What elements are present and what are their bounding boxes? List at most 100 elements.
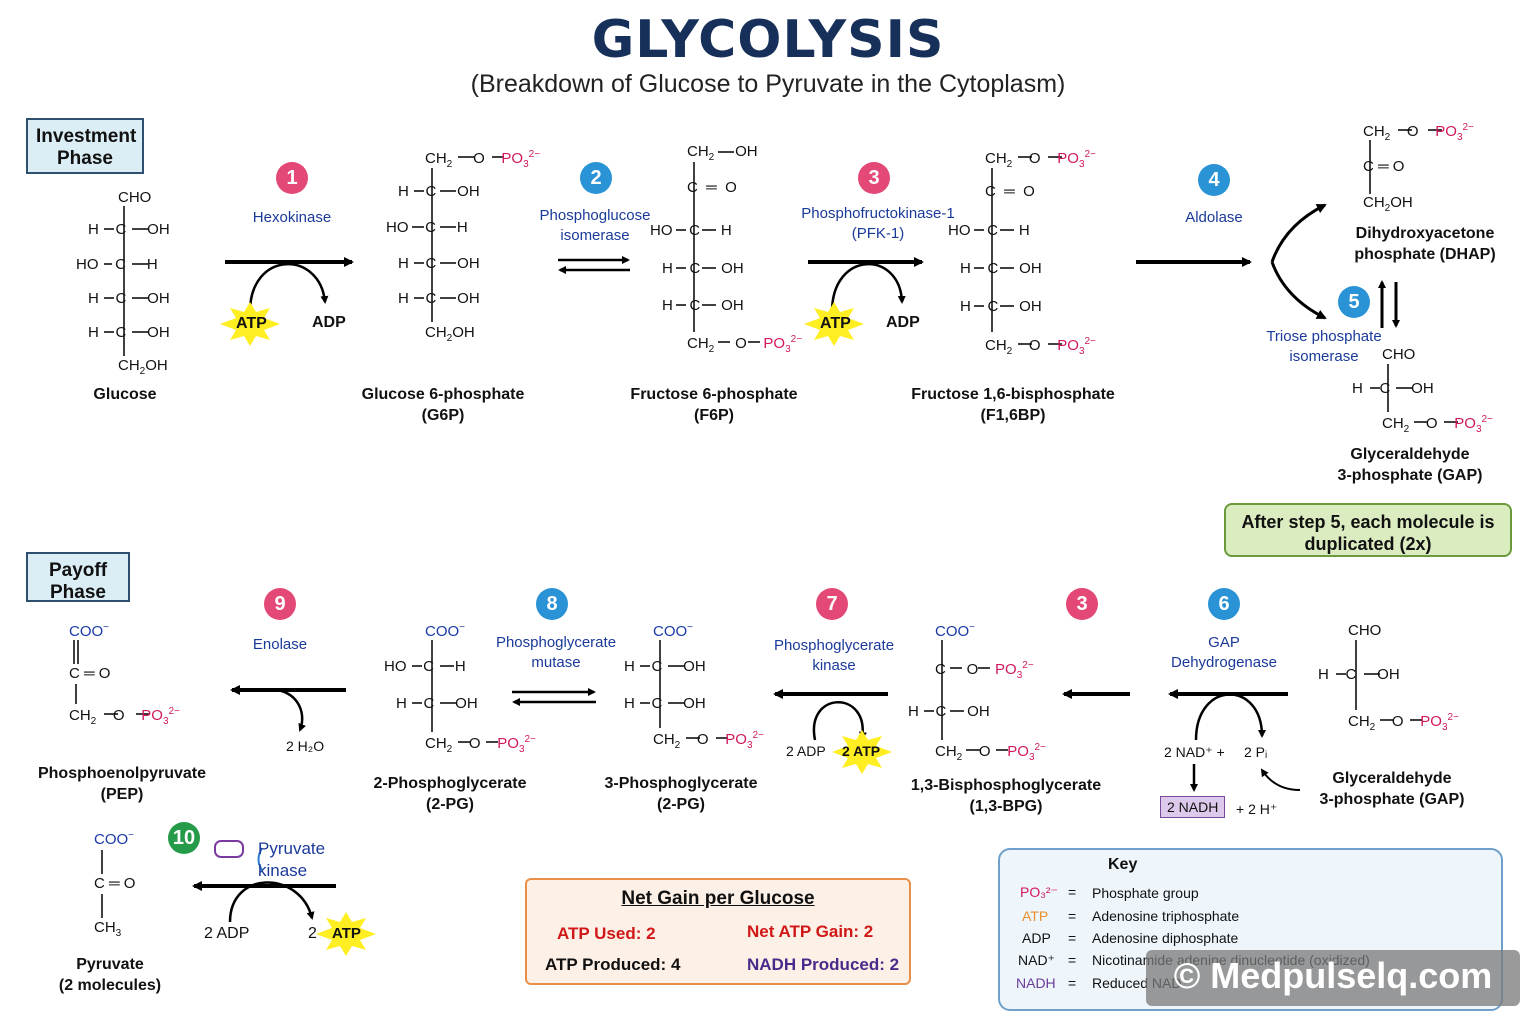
pyruvate-kinase-icon xyxy=(214,840,244,858)
step1-enzyme: Hexokinase xyxy=(252,209,332,226)
bpg-coo: COO− xyxy=(935,622,976,640)
2pg-structure xyxy=(412,640,498,743)
2pg-bottom: CH2 O PO32− xyxy=(425,734,536,755)
step10-atp-count: 2 xyxy=(308,925,317,942)
step3-atp: ATP xyxy=(820,315,851,332)
atp-used: ATP Used: 2 xyxy=(557,924,656,943)
step6-nad: 2 NAD⁺ + xyxy=(1164,744,1225,760)
step6-h: + 2 H⁺ xyxy=(1236,801,1278,817)
glucose-structure xyxy=(104,206,148,356)
key-sym-phosphate: PO₃²⁻ xyxy=(1020,884,1058,900)
atp-star-step10 xyxy=(316,912,376,956)
g6p-name: Glucose 6-phosphate(G6P) xyxy=(361,386,525,424)
atp-produced: ATP Produced: 4 xyxy=(545,955,681,974)
bpg-bottom: CH2 O PO32− xyxy=(935,742,1046,763)
f16bp-name: Fructose 1,6-bisphosphate(F1,6BP) xyxy=(911,386,1115,424)
key-sym-nadh: NADH xyxy=(1016,975,1056,991)
bpg-row1: C O PO32− xyxy=(935,660,1034,681)
f6p-name: Fructose 6-phosphate(F6P) xyxy=(630,386,798,424)
duplicate-note: After step 5, each molecule is duplicate… xyxy=(1224,503,1512,557)
step5-number: 5 xyxy=(1338,286,1370,318)
f6p-bottom: CH2 O PO32− xyxy=(687,334,803,355)
key-sym-atp: ATP xyxy=(1022,908,1049,924)
step9-number: 9 xyxy=(264,588,296,620)
step10-enzyme: Pyruvate kinase xyxy=(258,839,326,880)
atp-star-step1 xyxy=(220,302,280,346)
pyruvate-ch3: CH3 xyxy=(94,919,122,939)
f16bp-structure xyxy=(974,156,1062,345)
f6p-row3: H C OH xyxy=(662,297,744,314)
bpg-row2: H C OH xyxy=(908,703,990,720)
gap-cho: CHO xyxy=(1382,346,1416,363)
key-desc-adp: Adenosine diphosphate xyxy=(1092,930,1239,946)
net-gain-box: Net Gain per Glucose ATP Used: 2 Net ATP… xyxy=(525,878,911,985)
dhap-top: CH2 O PO32− xyxy=(1363,122,1474,143)
key-eq-5: = xyxy=(1068,975,1077,991)
step10-number: 10 xyxy=(168,822,200,854)
pyruvate-co: C ═ O xyxy=(94,875,136,892)
gap2-row1: H C OH xyxy=(1318,666,1400,683)
step3-arrow xyxy=(808,257,924,313)
step7-atp: 2 ATP xyxy=(842,743,881,759)
glucose-name: Glucose xyxy=(93,386,157,403)
step2-equilibrium-arrow xyxy=(558,256,630,274)
step5-enzyme: Triose phosphate isomerase xyxy=(1266,328,1382,365)
f16bp-bottom: CH2 O PO32− xyxy=(985,336,1096,357)
step4-enzyme: Aldolase xyxy=(1185,209,1243,226)
step6-nadh: 2 NADH xyxy=(1160,796,1226,818)
key-eq-1: = xyxy=(1068,884,1077,900)
step2-number: 2 xyxy=(580,162,612,194)
3pg-structure xyxy=(640,640,728,739)
key-eq-4: = xyxy=(1068,952,1077,968)
glucose-cho: CHO xyxy=(118,189,152,206)
bpg-structure xyxy=(924,640,1008,751)
step6-arrow xyxy=(1168,689,1301,792)
f6p-top: CH2 OH xyxy=(687,143,758,163)
net-gain-title: Net Gain per Glucose xyxy=(621,888,815,909)
step2-enzyme: Phosphoglucose isomerase xyxy=(539,207,651,244)
step8-equilibrium-arrow xyxy=(512,688,596,706)
step7-arrow xyxy=(773,689,888,741)
pep-co: C ═ O xyxy=(69,665,111,682)
pyruvate-coo: COO− xyxy=(94,830,135,848)
2pg-name: 2-Phosphoglycerate(2-PG) xyxy=(373,775,527,813)
page-title: GLYCOLYSIS xyxy=(591,10,945,70)
3pg-row1: H C OH xyxy=(624,658,706,675)
pep-coo: COO− xyxy=(69,622,110,640)
step3-adp: ADP xyxy=(886,314,920,331)
3pg-bottom: CH2 O PO32− xyxy=(653,730,764,751)
glucose-ch2oh: CH2OH xyxy=(118,357,168,377)
key-desc-phosphate: Phosphate group xyxy=(1092,885,1199,901)
pep-bottom: CH2 O PO32− xyxy=(69,706,180,727)
f16bp-co: C ═ O xyxy=(985,183,1035,200)
step1-atp: ATP xyxy=(236,315,267,332)
step3-number: 3 xyxy=(858,162,890,194)
step1-arrow xyxy=(225,257,354,313)
step8-number: 8 xyxy=(536,588,568,620)
step1-number: 1 xyxy=(276,162,308,194)
step6-enzyme: GAP Dehydrogenase xyxy=(1171,634,1277,671)
g6p-row4: H C OH xyxy=(398,290,480,307)
key-sym-adp: ADP xyxy=(1022,930,1051,946)
step6-pi: 2 Pᵢ xyxy=(1244,744,1268,760)
gap-structure xyxy=(1370,364,1458,423)
g6p-structure xyxy=(412,156,504,322)
step9-water: 2 H₂O xyxy=(286,738,325,754)
2pg-row1: HO C H xyxy=(384,658,466,675)
atp-star-step3 xyxy=(804,302,864,346)
investment-phase-label: Investment Phase xyxy=(26,118,144,174)
f6p-co: C ═ O xyxy=(687,179,737,196)
step7-number: 7 xyxy=(816,588,848,620)
page-subtitle: (Breakdown of Glucose to Pyruvate in the… xyxy=(470,70,1066,98)
step7-enzyme: Phosphoglycerate kinase xyxy=(773,637,895,674)
f16bp-row1: HO C H xyxy=(948,222,1030,239)
watermark: © Medpulselq.com xyxy=(1146,950,1520,1006)
2pg-row2: H C OH xyxy=(396,695,478,712)
key-title: Key xyxy=(1108,856,1138,873)
key-eq-2: = xyxy=(1068,908,1077,924)
step9-arrow xyxy=(230,685,346,732)
payoff-phase-label: Payoff Phase xyxy=(26,552,130,603)
2pg-coo: COO− xyxy=(425,622,466,640)
f6p-structure xyxy=(676,151,760,343)
